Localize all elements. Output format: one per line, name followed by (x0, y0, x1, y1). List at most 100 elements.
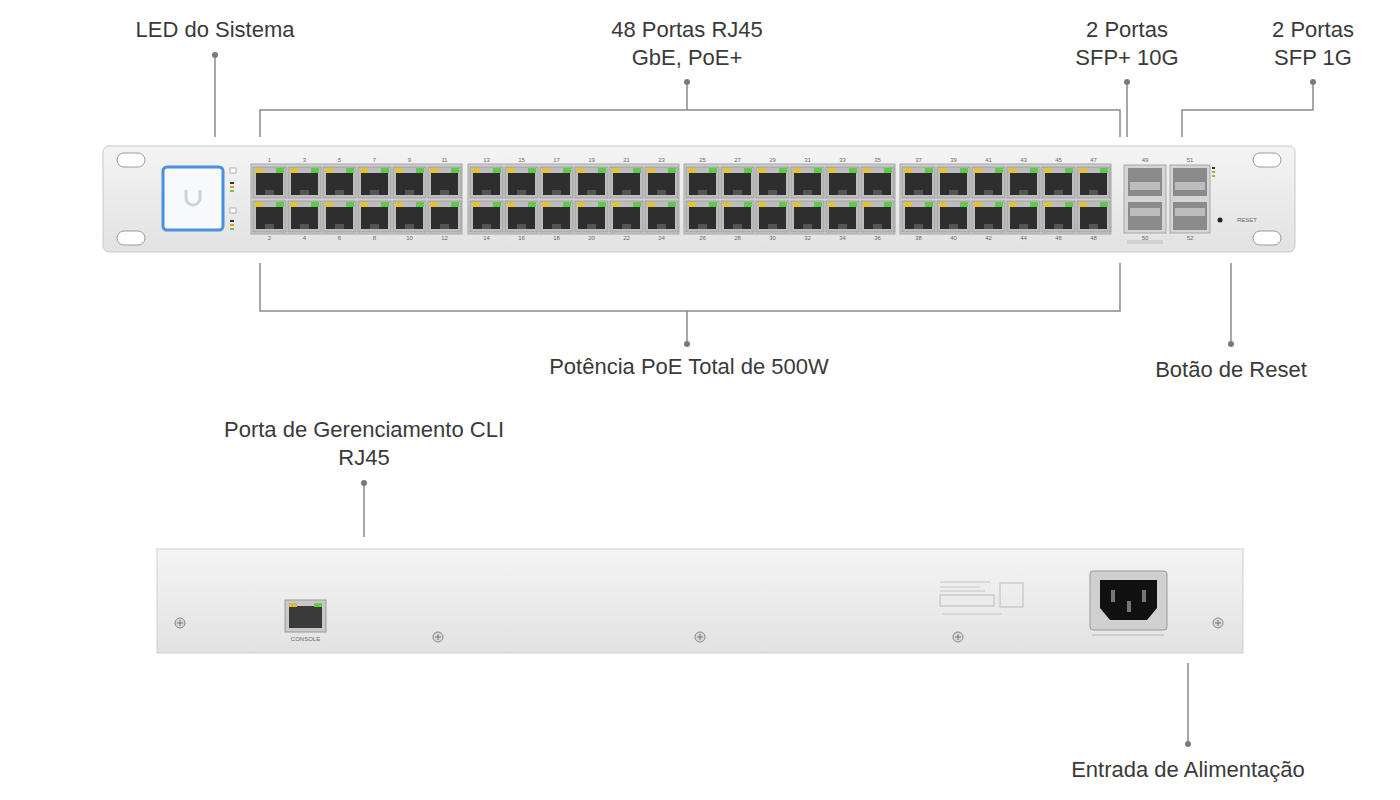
led-legend (230, 186, 234, 188)
rj45-port (791, 167, 824, 198)
rj45-port (610, 167, 643, 198)
led-legend (230, 224, 234, 226)
port-number: 21 (623, 157, 630, 164)
port-number: 32 (804, 235, 811, 242)
power-inlet (1090, 571, 1167, 635)
rj45-port (645, 201, 678, 232)
port-number: 40 (950, 235, 957, 242)
port-number: 17 (553, 157, 560, 164)
port-number: 43 (1020, 157, 1027, 164)
rj45-port (575, 201, 608, 232)
port-number: 4 (303, 235, 306, 242)
rj45-port (323, 201, 356, 232)
port-number: 45 (1055, 157, 1062, 164)
rj45-port (1077, 167, 1110, 198)
rj45-port (826, 167, 859, 198)
port-number: 15 (518, 157, 525, 164)
rj45-port (253, 167, 286, 198)
port-number: 46 (1055, 235, 1062, 242)
port-number: 44 (1020, 235, 1027, 242)
port-number: 9 (408, 157, 411, 164)
port-number: 48 (1090, 235, 1097, 242)
rj45-port (861, 201, 894, 232)
rack-ear-hole (1253, 153, 1281, 167)
port-number: 1 (268, 157, 271, 164)
rj45-port (1042, 167, 1075, 198)
port-number: 16 (518, 235, 525, 242)
logo-symbol (186, 190, 200, 205)
port-number: 35 (874, 157, 881, 164)
rj45-port (756, 201, 789, 232)
rj45-port (756, 167, 789, 198)
rj45-port (505, 167, 538, 198)
port-number: 14 (483, 235, 490, 242)
rj45-port (610, 201, 643, 232)
rj45-port (686, 201, 719, 232)
callout-label: Entrada de Alimentação (1048, 756, 1328, 784)
callout-label: 2 Portas SFP+ 10G (1067, 16, 1187, 72)
system-led (163, 167, 223, 230)
rj45-port (428, 167, 461, 198)
port-number: 50 (1142, 235, 1149, 242)
port-number: 22 (623, 235, 630, 242)
led-legend (230, 182, 234, 184)
port-number: 34 (839, 235, 846, 242)
led-legend (230, 208, 236, 213)
rj45-port (253, 201, 286, 232)
rj45-port (645, 167, 678, 198)
port-number: 49 (1142, 157, 1149, 164)
port-number: 28 (734, 235, 741, 242)
rj45-port (358, 167, 391, 198)
port-number: 12 (441, 235, 448, 242)
callout-label: Porta de Gerenciamento CLI RJ45 (214, 416, 514, 472)
port-number: 11 (441, 157, 447, 164)
regulatory-label (940, 582, 1023, 614)
port-number: 23 (658, 157, 665, 164)
port-number: 8 (373, 235, 376, 242)
rj45-port (288, 201, 321, 232)
port-number: 3 (303, 157, 306, 164)
led-legend (230, 228, 234, 230)
port-number: 24 (658, 235, 665, 242)
rj45-port (686, 167, 719, 198)
rj45-port (972, 167, 1005, 198)
port-number: 2 (268, 235, 271, 242)
rj45-port (721, 201, 754, 232)
reset-button (1218, 218, 1223, 223)
callout-label: 48 Portas RJ45 GbE, PoE+ (595, 16, 780, 72)
port-number: 27 (734, 157, 741, 164)
screw-slot (177, 620, 1221, 640)
rack-ear-hole (117, 231, 145, 245)
rj45-port (428, 201, 461, 232)
port-number: 31 (804, 157, 811, 164)
callout-label: Botão de Reset (1141, 356, 1321, 384)
port-number: 6 (338, 235, 341, 242)
port-block (468, 164, 679, 234)
rj45-port (902, 201, 935, 232)
rear-panel (157, 549, 1243, 653)
callout-label: LED do Sistema (105, 16, 325, 44)
led-legend (230, 190, 234, 192)
port-number: 10 (406, 235, 413, 242)
rj45-port (937, 201, 970, 232)
front-panel (103, 146, 1295, 252)
port-number: 25 (699, 157, 706, 164)
rj45-port (540, 167, 573, 198)
rj45-port (791, 201, 824, 232)
rj45-port (1007, 201, 1040, 232)
port-number: 36 (874, 235, 881, 242)
port-number: 26 (699, 235, 706, 242)
port-number: 29 (769, 157, 776, 164)
rj45-port (1042, 201, 1075, 232)
port-number: 39 (950, 157, 957, 164)
port-block (684, 164, 895, 234)
rj45-port (902, 167, 935, 198)
rj45-port (358, 201, 391, 232)
rack-ear-hole (117, 153, 145, 167)
screw (175, 618, 1223, 642)
port-block (900, 164, 1111, 234)
port-number: 19 (588, 157, 595, 164)
rj45-port (505, 201, 538, 232)
